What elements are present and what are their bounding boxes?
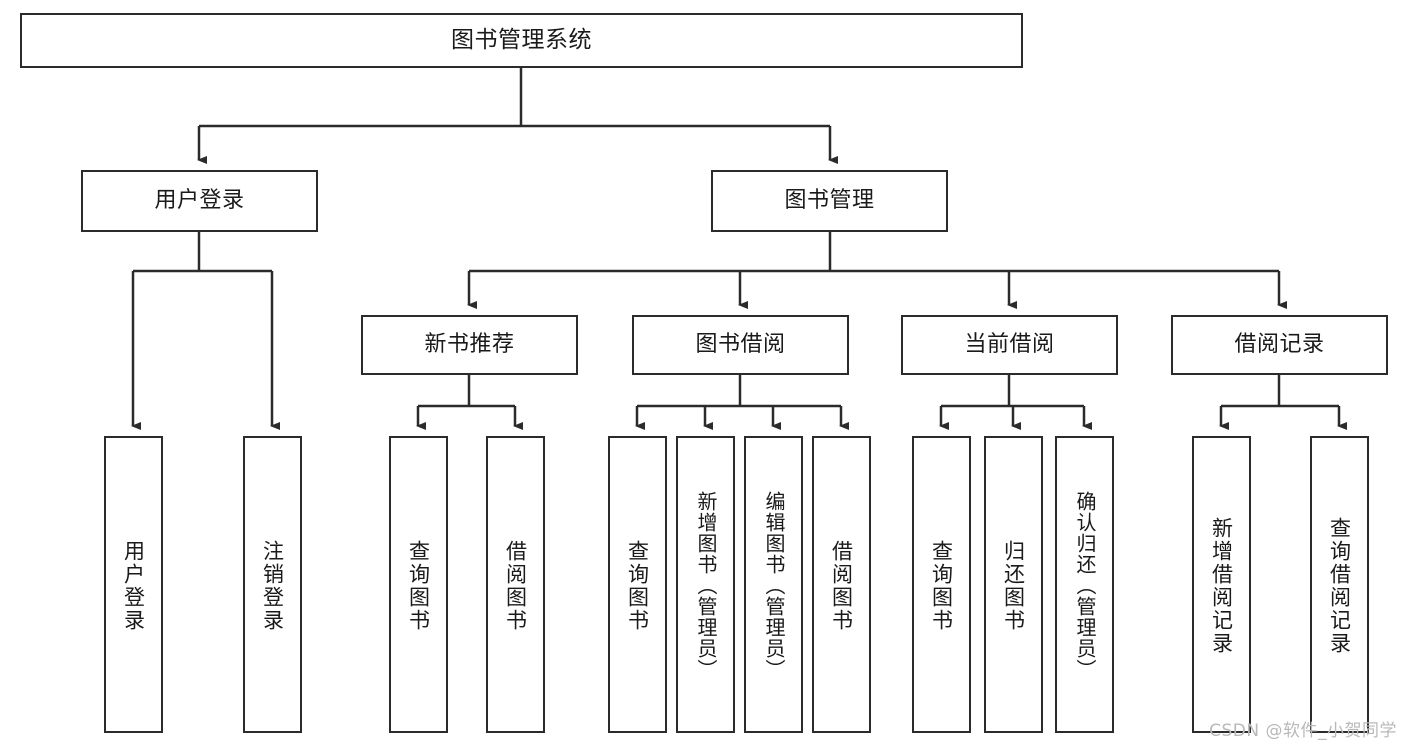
node-leaf-query-book-3[interactable]: 查询图书 [912, 436, 971, 733]
node-leaf-edit-book-label: 编辑图书（管理员） [762, 491, 786, 680]
node-book-manage-label: 图书管理 [784, 187, 875, 213]
node-root[interactable]: 图书管理系统 [20, 13, 1023, 68]
node-leaf-query-book-1-label: 查询图书 [406, 539, 431, 632]
node-book-borrow-label: 图书借阅 [695, 331, 786, 357]
node-leaf-query-book-1[interactable]: 查询图书 [389, 436, 448, 733]
node-borrow-record[interactable]: 借阅记录 [1171, 315, 1388, 375]
node-root-label: 图书管理系统 [451, 26, 592, 53]
node-leaf-logout[interactable]: 注销登录 [243, 436, 302, 733]
node-leaf-confirm-return-label: 确认归还（管理员） [1073, 491, 1097, 680]
node-leaf-borrow-book-2-label: 借阅图书 [829, 539, 854, 632]
node-leaf-user-login[interactable]: 用户登录 [104, 436, 163, 733]
node-user-login-label: 用户登录 [154, 187, 245, 213]
node-leaf-edit-book[interactable]: 编辑图书（管理员） [744, 436, 803, 733]
node-leaf-borrow-book-1-label: 借阅图书 [503, 539, 528, 632]
node-leaf-add-record[interactable]: 新增借阅记录 [1192, 436, 1251, 733]
node-new-book-rec-label: 新书推荐 [424, 331, 515, 357]
node-book-borrow[interactable]: 图书借阅 [632, 315, 849, 375]
node-leaf-logout-label: 注销登录 [260, 539, 285, 632]
node-borrow-record-label: 借阅记录 [1234, 331, 1325, 357]
node-leaf-query-book-2-label: 查询图书 [625, 539, 650, 632]
node-leaf-borrow-book-1[interactable]: 借阅图书 [486, 436, 545, 733]
node-leaf-add-book[interactable]: 新增图书（管理员） [676, 436, 735, 733]
node-leaf-add-book-label: 新增图书（管理员） [694, 491, 718, 680]
watermark-text: CSDN @软件_小贺同学 [1209, 721, 1397, 741]
node-new-book-rec[interactable]: 新书推荐 [361, 315, 578, 375]
node-user-login[interactable]: 用户登录 [81, 170, 318, 232]
node-leaf-query-book-2[interactable]: 查询图书 [608, 436, 667, 733]
node-current-borrow-label: 当前借阅 [964, 331, 1055, 357]
node-leaf-confirm-return[interactable]: 确认归还（管理员） [1055, 436, 1114, 733]
node-leaf-add-record-label: 新增借阅记录 [1209, 516, 1234, 655]
node-leaf-return-book[interactable]: 归还图书 [984, 436, 1043, 733]
node-leaf-query-book-3-label: 查询图书 [929, 539, 954, 632]
node-leaf-borrow-book-2[interactable]: 借阅图书 [812, 436, 871, 733]
node-leaf-query-record[interactable]: 查询借阅记录 [1310, 436, 1369, 733]
node-leaf-user-login-label: 用户登录 [121, 539, 146, 632]
node-book-manage[interactable]: 图书管理 [711, 170, 948, 232]
node-leaf-query-record-label: 查询借阅记录 [1327, 516, 1352, 655]
node-current-borrow[interactable]: 当前借阅 [901, 315, 1118, 375]
node-leaf-return-book-label: 归还图书 [1001, 539, 1026, 632]
